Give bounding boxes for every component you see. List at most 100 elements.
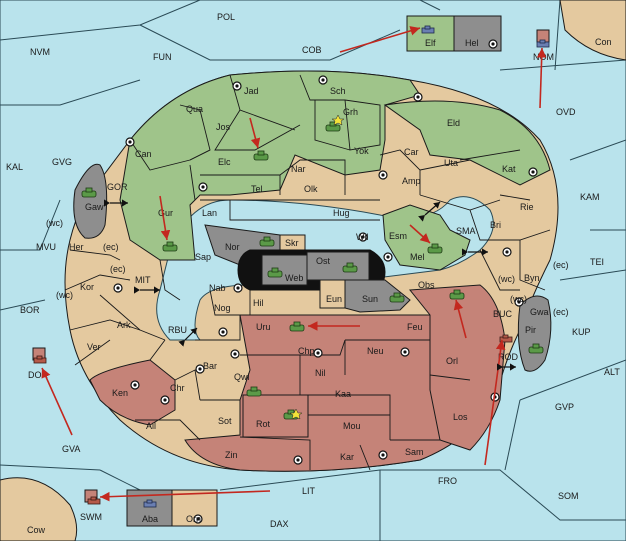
svg-text:Her: Her (69, 242, 84, 252)
svg-text:Wil: Wil (356, 232, 369, 242)
svg-text:Qwi: Qwi (234, 372, 250, 382)
unit-fleet-nom (536, 39, 550, 48)
province-obs[interactable] (409, 284, 506, 451)
svg-text:Ken: Ken (112, 388, 128, 398)
svg-text:MIT: MIT (135, 275, 151, 285)
order-arrows (41, 26, 547, 502)
svg-text:MVU: MVU (36, 242, 56, 252)
svg-text:Nab: Nab (209, 283, 226, 293)
svg-text:GVG: GVG (52, 157, 72, 167)
unit-army-uru (289, 321, 305, 332)
svg-text:Elc: Elc (218, 157, 231, 167)
svg-text:(ec): (ec) (110, 264, 126, 274)
svg-text:Elf: Elf (425, 38, 436, 48)
province-sun[interactable] (344, 279, 411, 313)
svg-text:Sun: Sun (362, 294, 378, 304)
province-borders (64, 74, 551, 471)
svg-text:Ver: Ver (87, 342, 101, 352)
unit-fleet-elf (421, 25, 435, 34)
svg-text:(wc): (wc) (56, 290, 73, 300)
svg-text:Ark: Ark (117, 320, 131, 330)
svg-text:FRO: FRO (438, 476, 457, 486)
svg-text:Yok: Yok (354, 146, 369, 156)
province-cow[interactable] (0, 477, 78, 541)
svg-text:Gaw: Gaw (85, 202, 104, 212)
svg-text:Gur: Gur (158, 208, 173, 218)
svg-text:Nar: Nar (291, 164, 306, 174)
svg-text:KAM: KAM (580, 192, 600, 202)
svg-text:Kaa: Kaa (335, 389, 351, 399)
svg-text:Rie: Rie (520, 202, 534, 212)
svg-text:Orn: Orn (186, 514, 201, 524)
svg-text:Cow: Cow (27, 525, 46, 535)
svg-text:BOR: BOR (20, 305, 40, 315)
unit-army-sap (162, 241, 178, 252)
province-web[interactable] (261, 254, 308, 286)
svg-text:Can: Can (135, 149, 152, 159)
province-labels: POL NVM FUN COB Elf Hel NOM Con OVD KAL … (6, 12, 620, 535)
unit-army-grh (325, 121, 341, 132)
svg-text:Uru: Uru (256, 322, 271, 332)
svg-text:Orl: Orl (446, 356, 458, 366)
province-gaw[interactable] (73, 163, 108, 239)
svg-text:BUC: BUC (493, 309, 513, 319)
svg-text:(wc): (wc) (498, 274, 515, 284)
svg-text:Sam: Sam (405, 447, 424, 457)
svg-text:Nog: Nog (214, 303, 231, 313)
province-ken[interactable] (89, 359, 176, 426)
svg-text:Ost: Ost (316, 256, 331, 266)
svg-text:LIT: LIT (302, 486, 316, 496)
svg-text:Eun: Eun (326, 294, 342, 304)
svg-text:(wc): (wc) (510, 294, 527, 304)
svg-text:SMA: SMA (456, 226, 476, 236)
unit-fleet-aba (143, 499, 157, 508)
unit-army-mel (427, 243, 443, 254)
svg-text:(ec): (ec) (553, 260, 569, 270)
svg-text:SOM: SOM (558, 491, 579, 501)
svg-text:GVP: GVP (555, 402, 574, 412)
unit-army-elc (253, 150, 269, 161)
province-eld[interactable] (383, 100, 551, 186)
svg-text:Tel: Tel (251, 184, 263, 194)
svg-text:Pir: Pir (525, 325, 536, 335)
supply-centers (113, 39, 538, 524)
svg-text:Neu: Neu (367, 346, 384, 356)
svg-text:GVA: GVA (62, 444, 80, 454)
svg-text:Esm: Esm (389, 231, 407, 241)
svg-text:DOR: DOR (28, 370, 49, 380)
svg-text:NOM: NOM (533, 52, 554, 62)
svg-text:Obs: Obs (418, 280, 435, 290)
svg-text:Amp: Amp (402, 176, 421, 186)
units (33, 25, 550, 508)
unit-army-ost (342, 262, 358, 273)
svg-text:Kat: Kat (502, 164, 516, 174)
svg-text:Bar: Bar (203, 361, 217, 371)
svg-text:DAX: DAX (270, 519, 289, 529)
star-icon (289, 408, 303, 420)
province-ost[interactable] (306, 251, 370, 281)
svg-text:Con: Con (595, 37, 612, 47)
crossing-arrows (104, 199, 516, 371)
unit-fleet-dor (33, 355, 47, 364)
svg-text:Eld: Eld (447, 118, 460, 128)
svg-text:KUP: KUP (572, 327, 591, 337)
svg-text:Kor: Kor (80, 282, 94, 292)
unit-army-sun (389, 292, 405, 303)
svg-text:Car: Car (404, 147, 419, 157)
svg-text:Zin: Zin (225, 450, 238, 460)
svg-text:Olk: Olk (304, 184, 318, 194)
svg-text:Sot: Sot (218, 416, 232, 426)
svg-text:POL: POL (217, 12, 235, 22)
unit-army-gaw (81, 187, 97, 198)
svg-text:Kar: Kar (340, 452, 354, 462)
svg-text:TEI: TEI (590, 257, 604, 267)
svg-text:Hug: Hug (333, 208, 350, 218)
svg-text:Chp: Chp (298, 346, 315, 356)
svg-text:Grh: Grh (343, 107, 358, 117)
unit-fleet-swm (87, 496, 101, 505)
svg-text:Byn: Byn (524, 273, 540, 283)
svg-text:Nil: Nil (315, 368, 326, 378)
unit-army-pir (528, 343, 544, 354)
